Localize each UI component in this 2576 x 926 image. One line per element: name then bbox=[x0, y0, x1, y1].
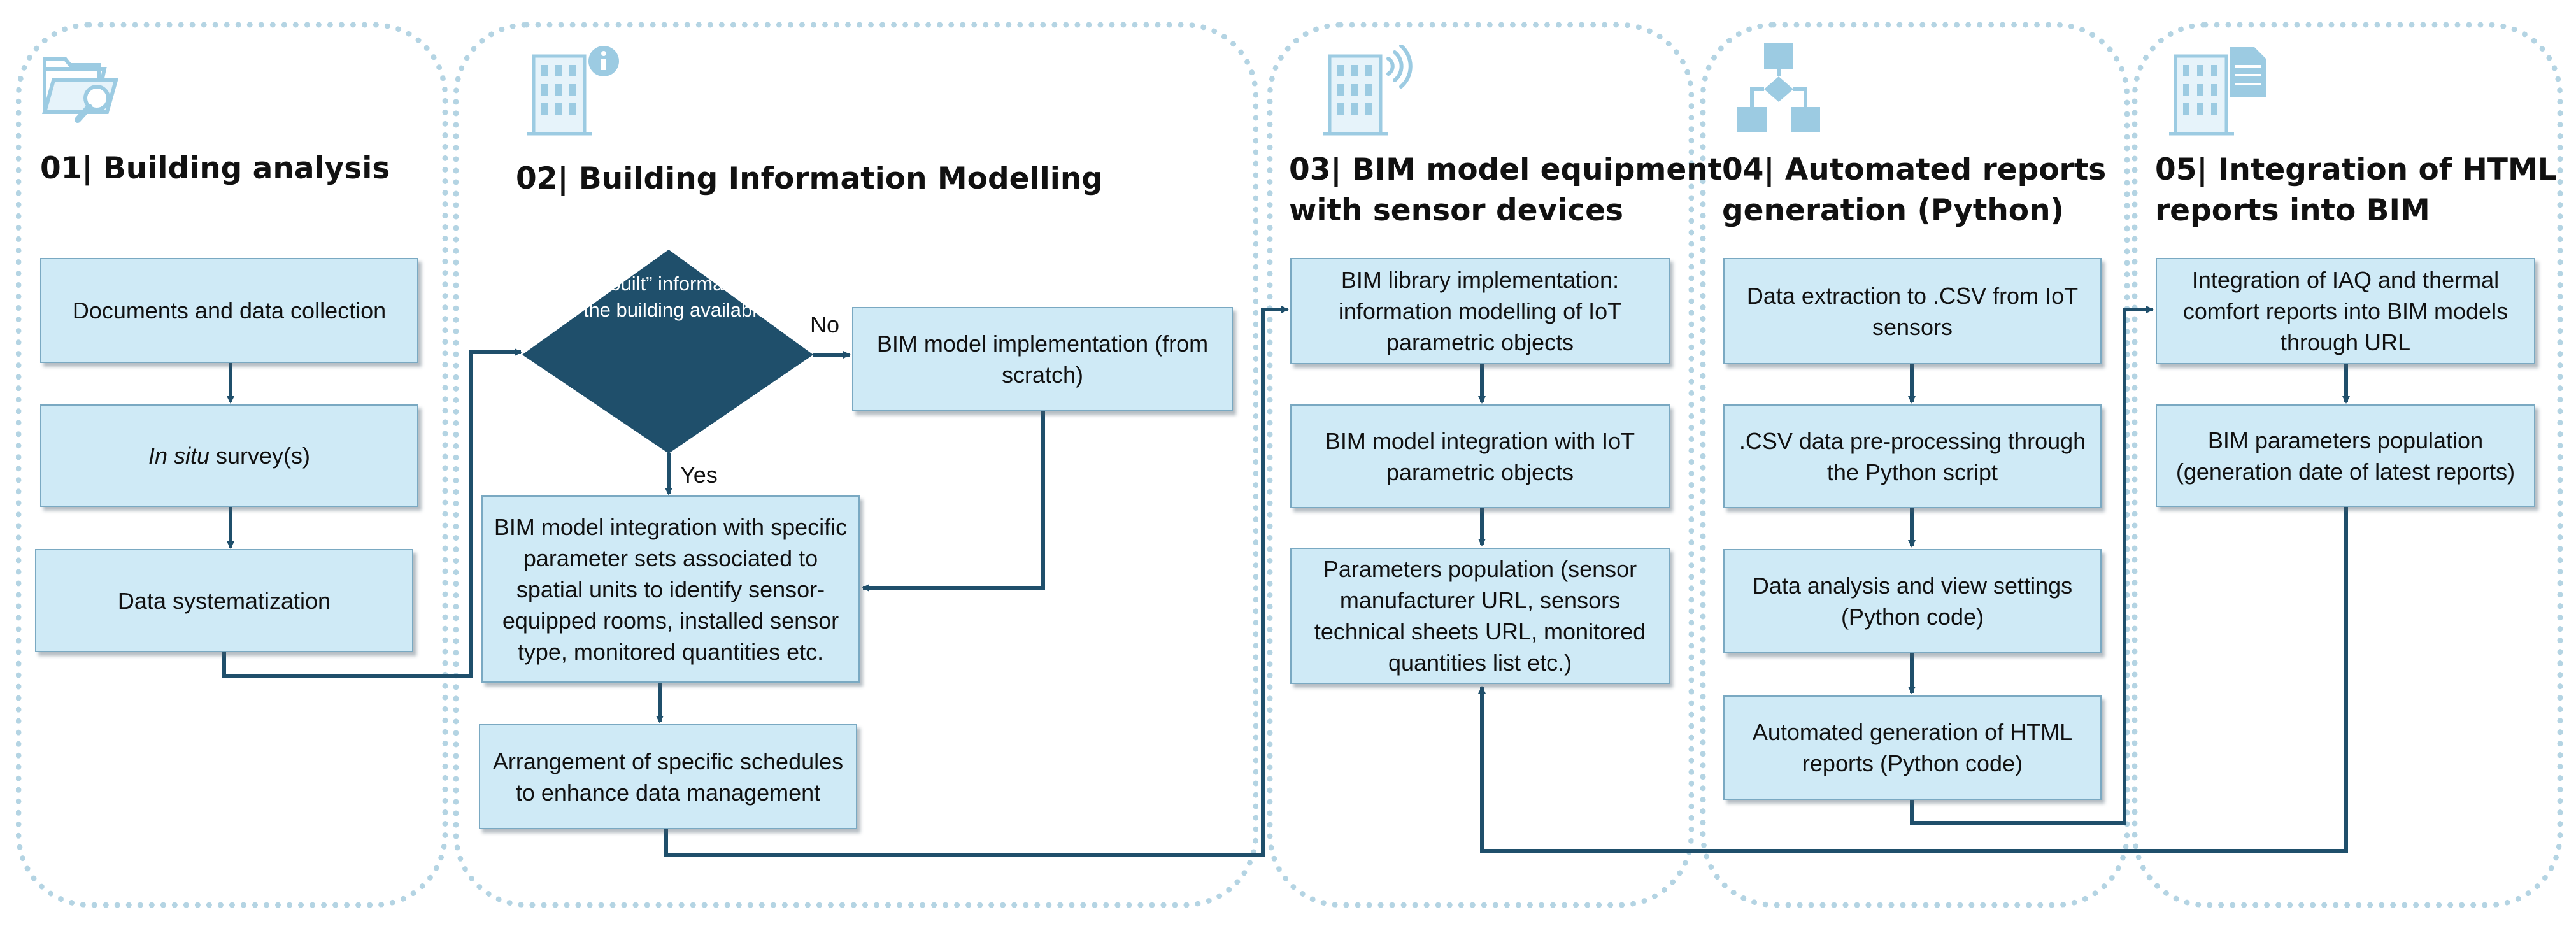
panel-title-line: with sensor devices bbox=[1289, 193, 1623, 228]
flowchart-icon bbox=[1737, 43, 1820, 132]
box-data-systematization: Data systematization bbox=[35, 549, 413, 652]
panel-title-bim-sensor-devices: 03| BIM model equipment with sensor devi… bbox=[1289, 150, 1722, 231]
panel-building-analysis bbox=[16, 22, 448, 908]
panel-title-line: 05| Integration of HTML bbox=[2155, 152, 2557, 187]
building-signal-icon bbox=[1323, 45, 1413, 136]
panel-automated-reports bbox=[1700, 22, 2130, 908]
folder-search-icon bbox=[42, 57, 118, 123]
panel-title-line: reports into BIM bbox=[2155, 193, 2430, 228]
panel-title-automated-reports: 04| Automated reports generation (Python… bbox=[1722, 150, 2106, 231]
box-in-situ-survey: In situ survey(s) bbox=[40, 404, 418, 507]
box-label: Data systematization bbox=[117, 587, 331, 614]
box-specific-schedules: Arrangement of specific schedules to enh… bbox=[479, 724, 857, 829]
arrow-implementation-to-integration bbox=[862, 411, 1045, 592]
arrow-systematization-to-decision bbox=[222, 348, 522, 678]
box-label: In situ survey(s) bbox=[148, 440, 310, 471]
panel-title-building-analysis: 01| Building analysis bbox=[40, 151, 390, 186]
arrow-schedules-to-bim-library bbox=[664, 306, 1289, 857]
box-label: BIM model implementation (from scratch) bbox=[876, 331, 1209, 388]
box-label: Integration of IAQ and thermal comfort r… bbox=[2182, 267, 2508, 355]
box-bim-parameters-population: BIM parameters population (generation da… bbox=[2156, 404, 2535, 507]
box-label: BIM model integration with specific para… bbox=[494, 513, 848, 665]
decision-question: Is an “As-built” information model of th… bbox=[525, 273, 815, 321]
box-label: .CSV data pre-processing through the Pyt… bbox=[1739, 427, 2086, 485]
panel-html-reports-bim bbox=[2132, 22, 2563, 908]
panel-title-html-reports-bim: 05| Integration of HTML reports into BIM bbox=[2155, 150, 2557, 231]
panel-building-information-modelling bbox=[453, 22, 1258, 908]
decision-diamond bbox=[522, 250, 813, 453]
arrow-bim-parameters-to-sensor-parameters bbox=[1478, 507, 2348, 853]
decision-no-label: No bbox=[810, 311, 840, 338]
panel-title-line: 03| BIM model equipment bbox=[1289, 152, 1723, 187]
panel-title-line: 04| Automated reports bbox=[1722, 152, 2107, 187]
box-label: BIM model integration with IoT parametri… bbox=[1325, 427, 1635, 485]
box-bim-library: BIM library implementation: information … bbox=[1290, 258, 1670, 364]
box-data-analysis: Data analysis and view settings (Python … bbox=[1723, 549, 2102, 653]
box-integration-reports: Integration of IAQ and thermal comfort r… bbox=[2156, 258, 2535, 364]
box-label: BIM library implementation: information … bbox=[1338, 267, 1622, 355]
box-bim-implementation: BIM model implementation (from scratch) bbox=[852, 307, 1233, 411]
in-situ-rest: survey(s) bbox=[210, 443, 311, 469]
box-label: Automated generation of HTML reports (Py… bbox=[1752, 719, 2073, 776]
arrow-generation-to-integration-reports bbox=[1910, 306, 2154, 825]
panel-bim-sensor-devices bbox=[1267, 22, 1694, 908]
box-bim-integration-iot: BIM model integration with IoT parametri… bbox=[1290, 404, 1670, 508]
box-automated-generation: Automated generation of HTML reports (Py… bbox=[1723, 695, 2102, 800]
panel-title-line: generation (Python) bbox=[1722, 193, 2065, 228]
box-data-extraction: Data extraction to .CSV from IoT sensors bbox=[1723, 258, 2102, 364]
box-label: Data extraction to .CSV from IoT sensors bbox=[1746, 282, 2079, 340]
box-label: Data analysis and view settings (Python … bbox=[1752, 573, 2073, 630]
in-situ-italic: In situ bbox=[148, 443, 210, 469]
decision-yes-label: Yes bbox=[680, 462, 718, 488]
box-label: Parameters population (sensor manufactur… bbox=[1314, 556, 1646, 676]
box-csv-preprocessing: .CSV data pre-processing through the Pyt… bbox=[1723, 404, 2102, 508]
box-bim-integration-parameters: BIM model integration with specific para… bbox=[481, 495, 860, 683]
box-label: Arrangement of specific schedules to enh… bbox=[492, 748, 844, 806]
box-label: BIM parameters population (generation da… bbox=[2175, 427, 2516, 485]
box-documents-collection: Documents and data collection bbox=[40, 258, 418, 363]
box-parameters-population-sensors: Parameters population (sensor manufactur… bbox=[1290, 548, 1670, 684]
building-document-icon bbox=[2169, 47, 2266, 136]
building-info-icon bbox=[527, 46, 619, 136]
panel-title-building-information-modelling: 02| Building Information Modelling bbox=[516, 161, 1103, 196]
box-label: Documents and data collection bbox=[72, 297, 387, 324]
